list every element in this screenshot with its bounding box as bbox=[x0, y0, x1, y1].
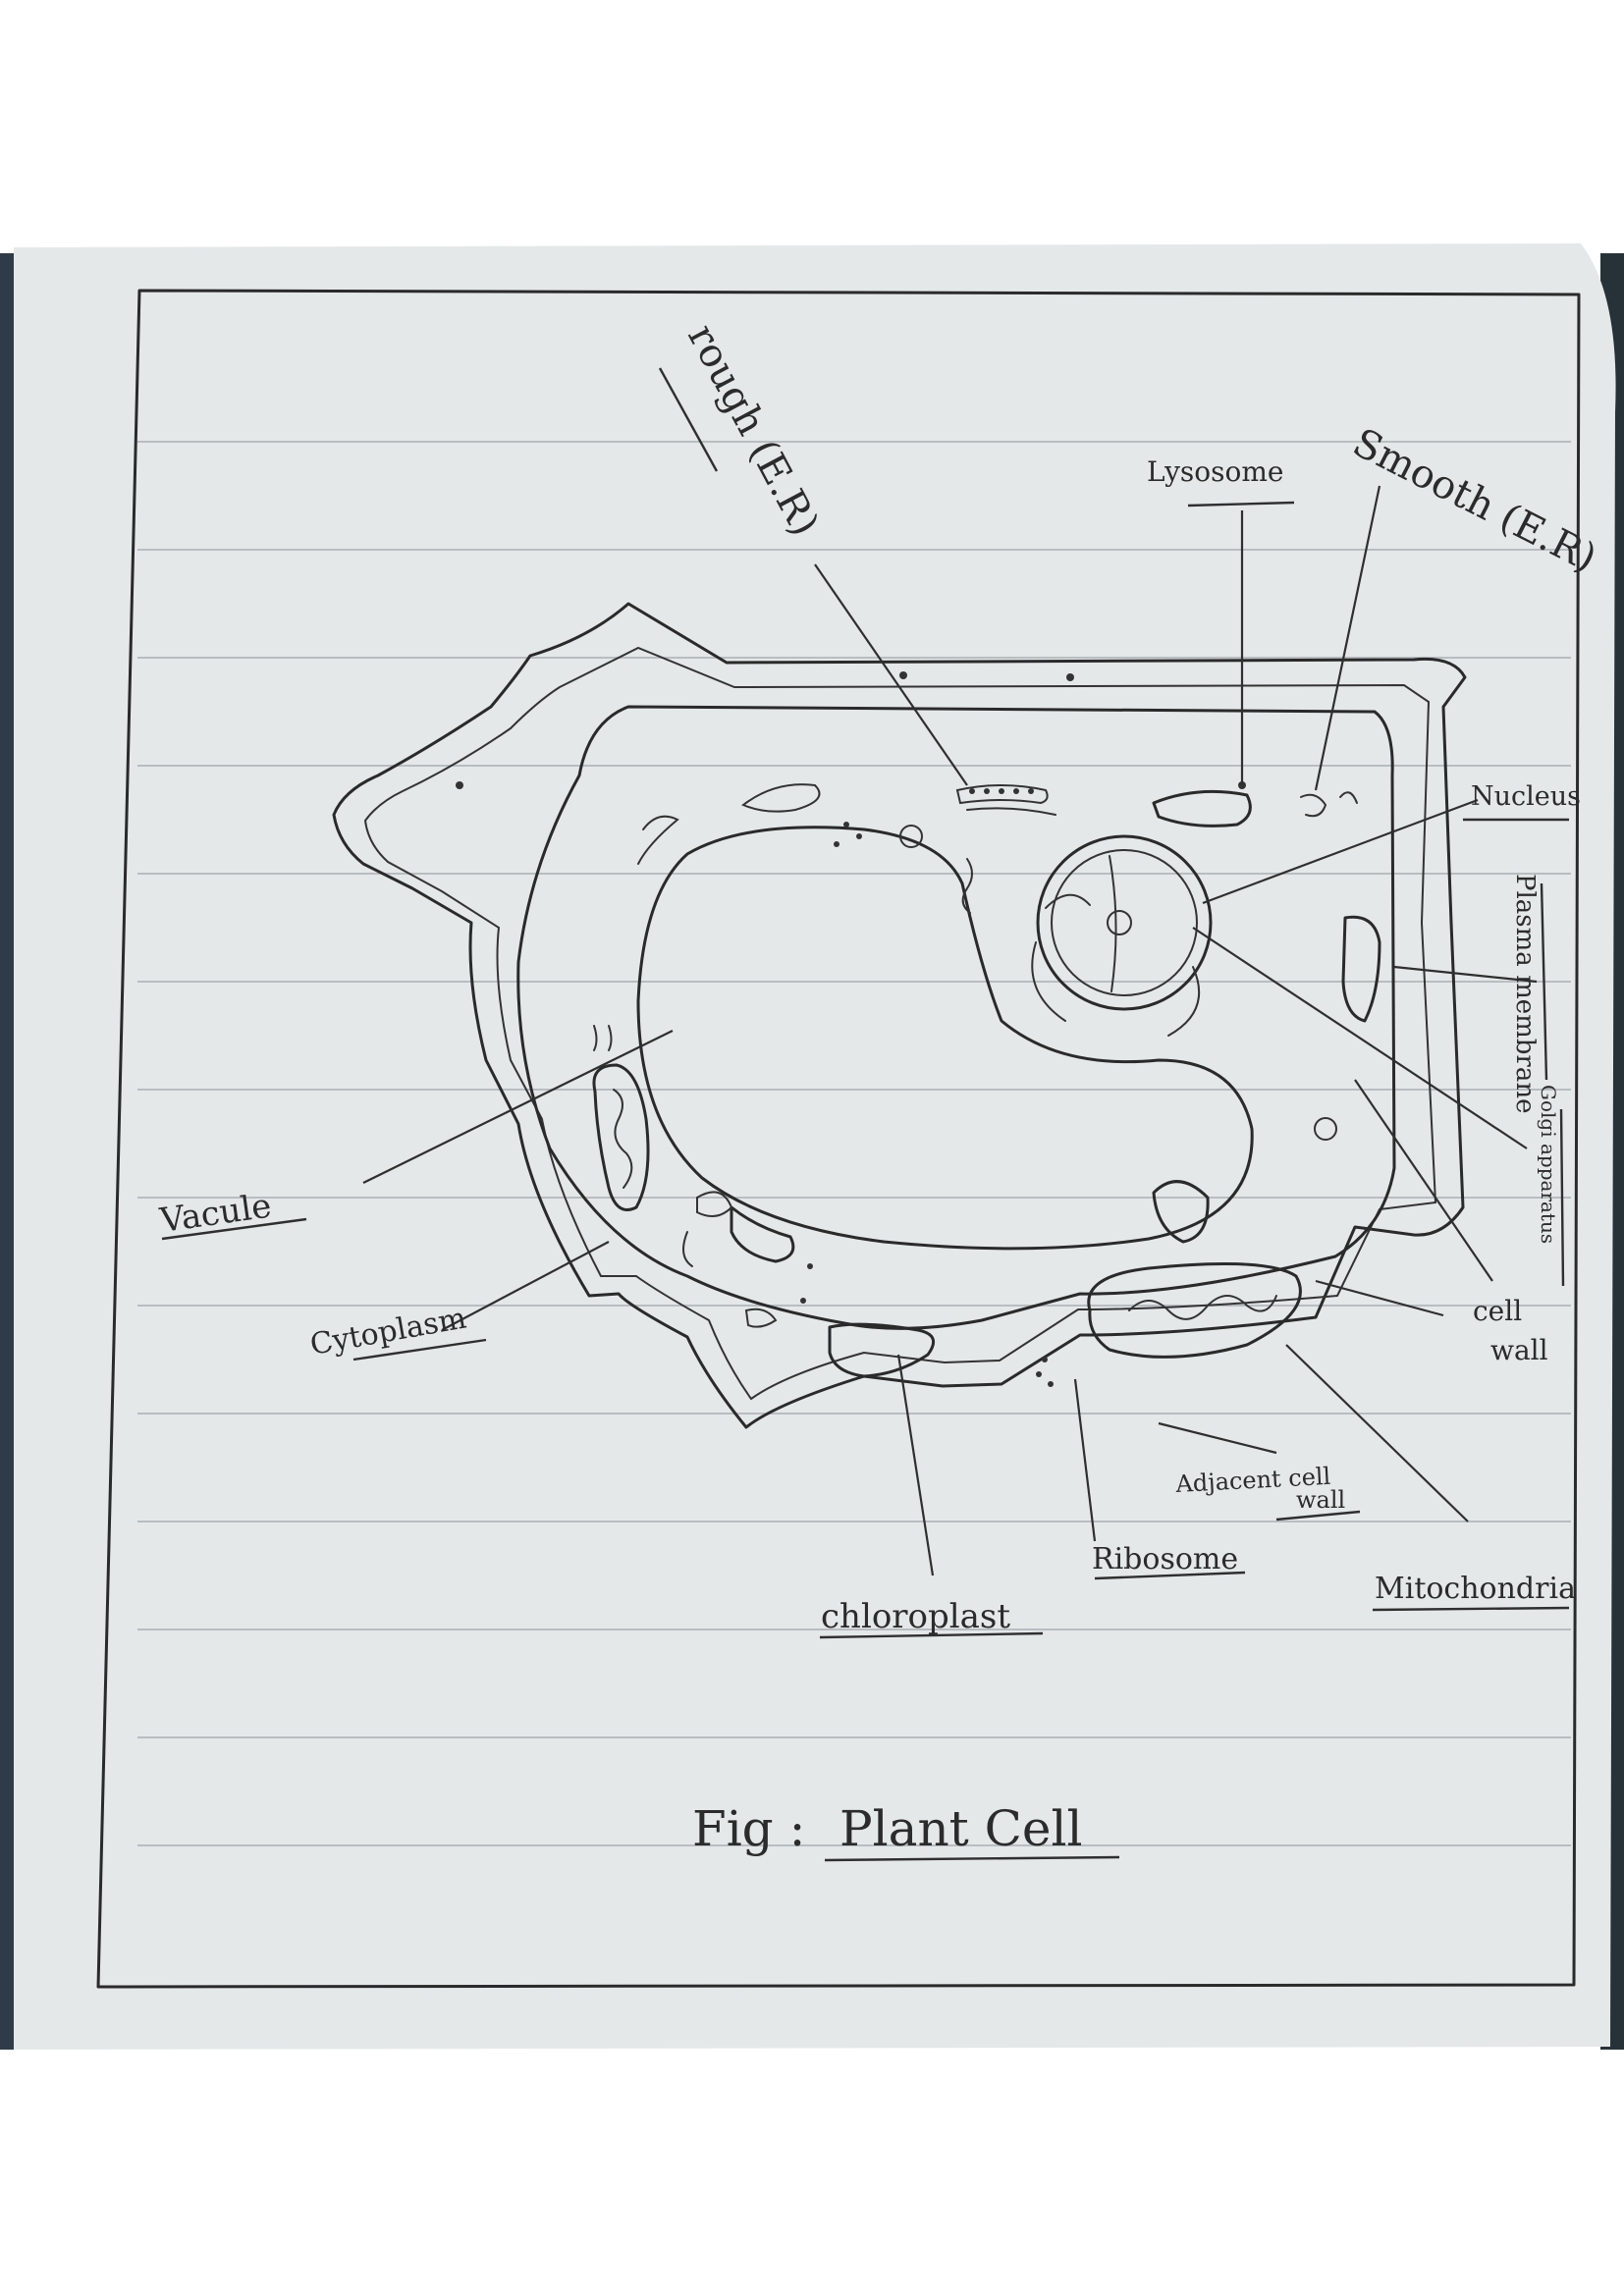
label-golgi-apparatus: Golgi apparatus bbox=[1537, 1085, 1560, 1244]
caption-prefix: Fig : bbox=[692, 1800, 805, 1857]
caption-title: Plant Cell bbox=[839, 1800, 1082, 1857]
label-lysosome: Lysosome bbox=[1147, 455, 1284, 488]
label-chloroplast: chloroplast bbox=[821, 1597, 1010, 1636]
label-nucleus: Nucleus bbox=[1471, 781, 1581, 812]
label-cell-wall-line-2: wall bbox=[1490, 1334, 1548, 1366]
label-ribosome: Ribosome bbox=[1092, 1542, 1238, 1576]
notebook-binding-left bbox=[0, 253, 14, 2050]
label-adjacent-cell-wall-line-2: wall bbox=[1296, 1486, 1345, 1514]
label-cell-wall-line-1: cell bbox=[1473, 1295, 1522, 1327]
label-mitochondria: Mitochondria bbox=[1375, 1572, 1576, 1606]
figure-caption: Fig : Plant Cell bbox=[692, 1800, 1082, 1857]
label-plasma-membrane: Plasma membrane bbox=[1510, 874, 1540, 1113]
